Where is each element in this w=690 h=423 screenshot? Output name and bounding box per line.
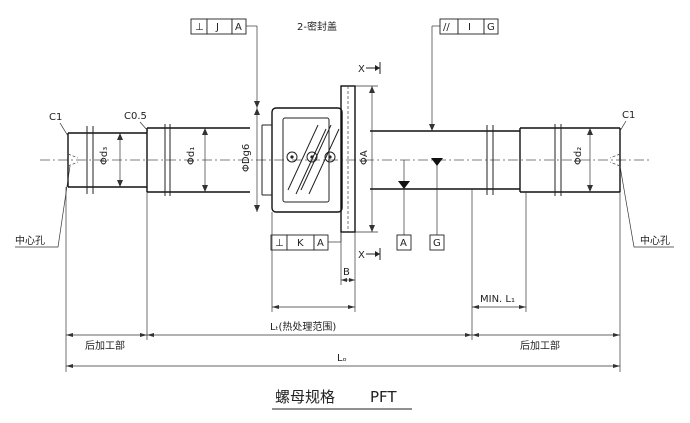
svg-text:A: A <box>400 238 407 249</box>
svg-text:⊥: ⊥ <box>275 238 284 249</box>
gdt-frame-k: ⊥ K A <box>270 232 342 251</box>
section-x-top: X <box>358 62 381 75</box>
datum-a: A <box>396 160 412 251</box>
center-hole-left-leader <box>15 165 71 248</box>
c1-right-leader <box>619 120 627 132</box>
center-hole-right-label: 中心孔 <box>640 234 670 247</box>
svg-text:X: X <box>358 250 365 261</box>
center-hole-left-label: 中心孔 <box>15 234 45 247</box>
c05-leader <box>139 121 149 132</box>
center-hole-right-leader <box>619 165 674 248</box>
svg-text:I: I <box>468 22 471 33</box>
svg-text:A: A <box>235 22 242 33</box>
c1-left-leader <box>59 122 69 137</box>
d1-label: Φd₁ <box>186 147 197 165</box>
svg-text:K: K <box>297 238 304 249</box>
svg-text:G: G <box>487 22 495 33</box>
d3-label: Φd₃ <box>99 147 110 165</box>
svg-text:⊥: ⊥ <box>195 22 204 33</box>
seal-label: 2-密封盖 <box>297 20 337 33</box>
phi-a-label: ΦA <box>359 150 370 165</box>
d2-label: Φd₂ <box>573 147 584 165</box>
gdt-frame-i: // I G <box>429 18 499 131</box>
svg-text:G: G <box>433 238 441 249</box>
post-right-label: 后加工部 <box>520 339 560 352</box>
lt-dim: Lₜ(热处理范围) 后加工部 <box>66 192 472 352</box>
gdt-frame-j: ⊥ J A <box>190 18 260 108</box>
section-x-bottom: X <box>358 248 381 261</box>
svg-text:J: J <box>215 22 219 33</box>
b-dimension: B <box>340 232 356 285</box>
shaft-outline <box>67 124 621 196</box>
svg-text://: // <box>443 22 450 33</box>
svg-text:A: A <box>317 238 324 249</box>
svg-text:MIN. L₁: MIN. L₁ <box>480 294 515 305</box>
dg6-label: ΦDg6 <box>241 144 252 172</box>
svg-text:Lₒ: Lₒ <box>337 353 347 364</box>
svg-text:X: X <box>358 64 365 75</box>
model-name: PFT <box>370 388 397 406</box>
svg-text:Lₜ(热处理范围): Lₜ(热处理范围) <box>270 320 336 333</box>
nut-length-dim <box>271 212 356 312</box>
drawing-title: 螺母规格 <box>275 388 335 406</box>
diameter-dims <box>117 85 593 233</box>
svg-text:B: B <box>343 267 350 278</box>
lo-dim: 后加工部 Lₒ <box>65 187 621 372</box>
c05-label: C0.5 <box>124 111 147 122</box>
min-l1-dim: MIN. L₁ <box>471 189 527 340</box>
post-left-label: 后加工部 <box>85 339 125 352</box>
c1-left-label: C1 <box>49 112 62 123</box>
c1-right-label: C1 <box>622 110 635 121</box>
datum-g: G <box>429 158 445 251</box>
nut-body <box>261 85 356 233</box>
